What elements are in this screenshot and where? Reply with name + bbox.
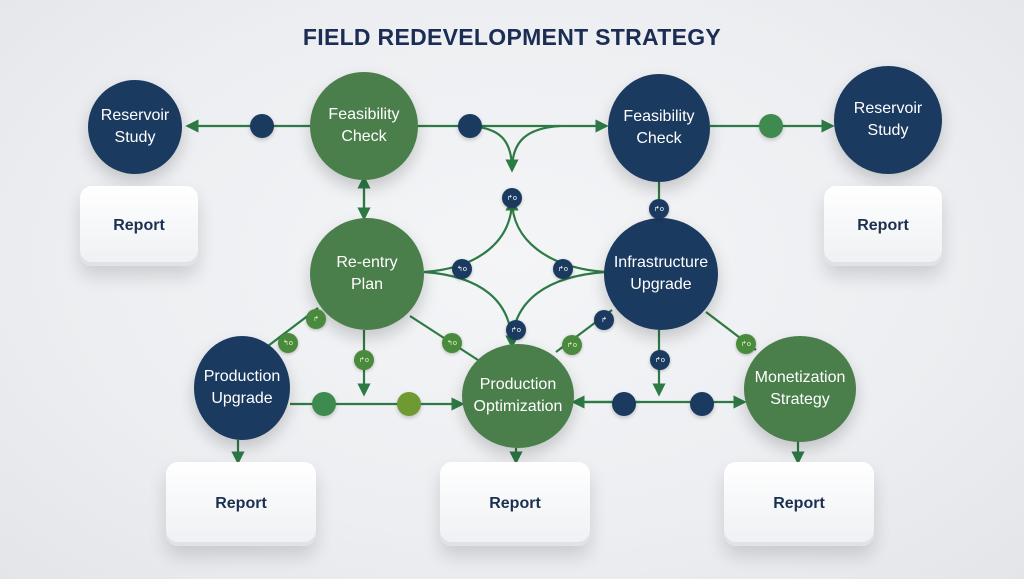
node-label-line2: Check [341,128,387,145]
wire-top-junction-right [505,124,561,173]
node-label-line2: Upgrade [630,276,692,293]
junction-badge: ↱o [649,199,669,219]
node-label-line2: Plan [350,276,383,293]
connector-dot [612,392,636,416]
connector-dot [690,392,714,416]
connector-dot [458,114,482,138]
wire-center-upper-right [510,199,607,274]
node-feasibility-check-right[interactable]: Feasibility Check [608,74,710,182]
report-card-bottom-left[interactable]: Report [166,462,316,546]
node-label-line1: Reservoir [100,107,170,124]
node-label-line2: Study [114,129,156,146]
node-label-line1: Reservoir [853,100,923,117]
node-label-line1: Infrastructure [613,254,709,271]
junction-badge: ↱o [562,335,582,355]
node-label-line1: Monetization [754,369,846,386]
connector-dot [250,114,274,138]
node-reservoir-study-right[interactable]: Reservoir Study [834,66,942,174]
wire-center-upper-left [423,197,519,274]
report-card-bottom-right[interactable]: Report [724,462,874,546]
connector-dot [397,392,421,416]
report-label: Report [113,217,165,234]
junction-badge: ↱o [354,350,374,370]
node-reservoir-study-left[interactable]: Reservoir Study [88,80,182,174]
node-reentry-plan[interactable]: Re-entry Plan [310,218,424,330]
report-label: Report [489,495,541,512]
report-label: Report [215,495,267,512]
node-feasibility-check-left[interactable]: Feasibility Check [310,72,418,180]
node-label-line2: Upgrade [211,390,273,407]
page-title: FIELD REDEVELOPMENT STRATEGY [302,24,722,50]
report-card-top-left[interactable]: Report [80,186,198,266]
node-label-line1: Production [479,376,557,393]
report-card-top-right[interactable]: Report [824,186,942,266]
junction-badge: ↱o [650,350,670,370]
node-production-upgrade[interactable]: Production Upgrade [194,336,290,440]
node-label-line1: Production [203,368,281,385]
junction-badge: ↰o [442,333,462,353]
junction-badge: ↰o [278,333,298,353]
node-label-line2: Check [636,130,682,147]
node-label-line2: Study [867,122,909,139]
node-label-line2: Strategy [770,391,830,408]
junction-badge: ↱ [306,309,326,329]
node-production-optimization[interactable]: Production Optimization [462,344,574,448]
report-card-bottom-center[interactable]: Report [440,462,590,546]
junction-badge: ↱o [553,259,573,279]
junction-badge: ↱ [594,310,614,330]
node-infrastructure-upgrade[interactable]: Infrastructure Upgrade [604,218,718,330]
report-label: Report [773,495,825,512]
connector-dot [759,114,783,138]
report-label: Report [857,217,909,234]
node-label-line1: Re-entry [336,254,398,271]
junction-badge: ↱o [506,320,526,340]
node-monetization-strategy[interactable]: Monetization Strategy [744,336,856,442]
junction-badge: ↱o [502,188,522,208]
connector-dot [312,392,336,416]
wire-center-lower-right [505,270,607,349]
junction-badge: ↱o [736,334,756,354]
node-label-line2: Optimization [473,398,563,415]
junction-badge: ↰o [452,259,472,279]
node-label-line1: Feasibility [328,106,400,123]
node-label-line1: Feasibility [623,108,695,125]
